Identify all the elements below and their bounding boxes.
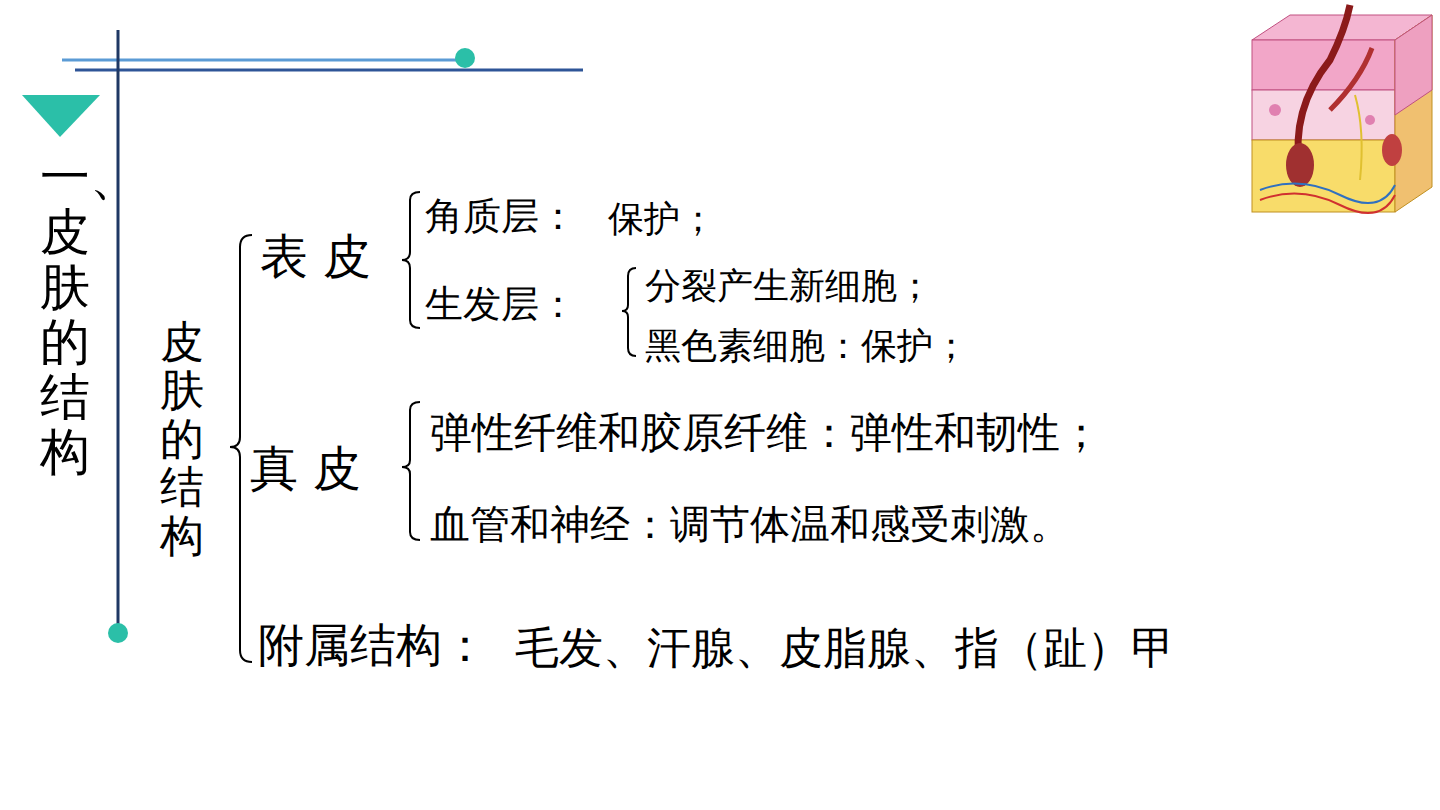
- function-text: 分裂产生新细胞；: [645, 264, 933, 307]
- epidermis-brace: [402, 192, 420, 328]
- branch-label: 表 皮: [260, 228, 371, 286]
- appendage-list: 毛发、汗腺、皮脂腺、指（趾）甲: [515, 622, 1175, 675]
- layer-label: 生发层：: [425, 282, 577, 328]
- component-text: 弹性纤维和胶原纤维：弹性和韧性；: [430, 408, 1102, 458]
- branch-label: 附属结构：: [258, 618, 488, 673]
- side-line: [117, 30, 120, 628]
- main-brace: [230, 235, 252, 662]
- header-line: [75, 69, 583, 72]
- slide-title: 一、皮肤的结构: [40, 150, 90, 480]
- side-dot: [108, 623, 128, 643]
- header-line: [62, 59, 460, 62]
- skin-illustration: [1252, 5, 1432, 213]
- header-dot: [455, 48, 475, 68]
- branch-label: 真 皮: [250, 440, 361, 498]
- layer-label: 角质层：: [425, 194, 577, 240]
- function-text: 黑色素细胞：保护；: [645, 324, 969, 367]
- topic-heading: 皮肤的结构: [160, 318, 204, 560]
- dermis-brace: [402, 402, 420, 540]
- basal-layer-brace: [622, 268, 636, 356]
- function-text: 保护；: [608, 197, 716, 240]
- component-text: 血管和神经：调节体温和感受刺激。: [430, 500, 1070, 548]
- title-triangle: [22, 95, 100, 137]
